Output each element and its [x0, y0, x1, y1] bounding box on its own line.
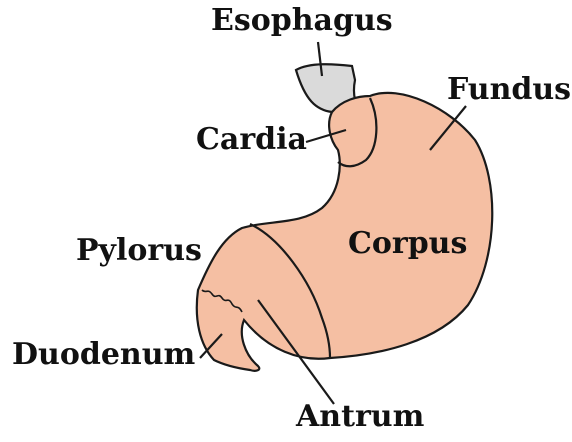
label-esophagus: Esophagus — [211, 6, 393, 36]
label-duodenum: Duodenum — [12, 340, 195, 370]
label-pylorus: Pylorus — [76, 236, 202, 266]
label-cardia: Cardia — [196, 125, 307, 155]
label-fundus: Fundus — [447, 75, 571, 105]
label-antrum: Antrum — [296, 402, 424, 432]
label-corpus: Corpus — [348, 229, 467, 259]
